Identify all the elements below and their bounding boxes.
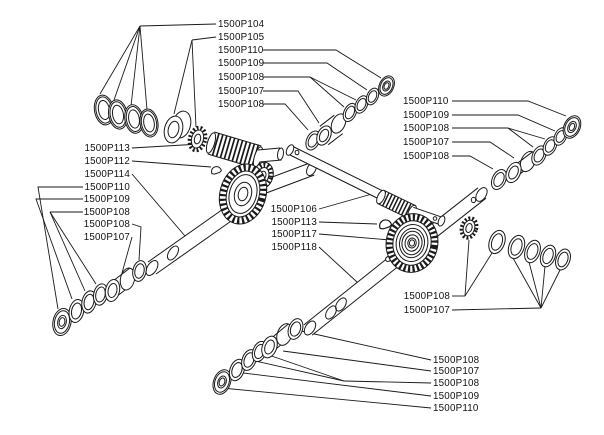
part-label: 1500P114 (84, 169, 130, 180)
part-label: 1500P113 (271, 217, 317, 228)
part-label: 1500P113 (84, 143, 130, 154)
splined-nut (459, 216, 479, 240)
bushing (316, 113, 347, 146)
ball-bearing (378, 75, 395, 97)
bearing-stack-bottom-left (52, 260, 147, 337)
part-label: 1500P108 (84, 207, 131, 218)
part-label: 1500P109 (433, 391, 479, 402)
part-label: 1500P109 (218, 58, 264, 69)
part-label: 1500P108 (433, 378, 480, 389)
part-label: 1500P108 (218, 72, 265, 83)
part-label: 1500P107 (403, 137, 449, 148)
washer-set (93, 94, 159, 138)
worm-shaft (205, 131, 284, 169)
part-label: 1500P107 (84, 232, 130, 243)
splined-shaft (285, 144, 446, 227)
part-label: 1500P104 (218, 19, 265, 30)
retaining-collar (163, 110, 192, 144)
woodruff-key (379, 219, 393, 230)
part-label: 1500P110 (403, 96, 449, 107)
part-label: 1500P108 (433, 355, 480, 366)
ball-bearing (52, 307, 72, 337)
ball-bearing (212, 369, 232, 395)
part-label: 1500P107 (404, 305, 450, 316)
part-label: 1500P106 (271, 204, 318, 215)
bearing-stack-right (490, 115, 582, 191)
part-label: 1500P107 (218, 86, 264, 97)
leader-lines (35, 23, 567, 409)
helical-gear (385, 213, 439, 273)
part-label: 1500P112 (84, 156, 130, 167)
part-label: 1500P109 (84, 194, 130, 205)
part-label: 1500P108 (403, 123, 450, 134)
part-label: 1500P108 (84, 219, 131, 230)
part-label: 1500P108 (403, 151, 450, 162)
part-label: 1500P117 (271, 229, 317, 240)
part-label: 1500P118 (271, 242, 317, 253)
ball-bearing (562, 115, 582, 139)
part-label: 1500P110 (218, 45, 264, 56)
spur-gear (218, 163, 268, 225)
part-label: 1500P110 (433, 403, 479, 414)
woodruff-key (211, 166, 223, 175)
bearing-stack-bottom (212, 318, 304, 395)
idler-gear-shaft (145, 162, 317, 276)
part-label: 1500P109 (403, 110, 449, 121)
part-label: 1500P105 (218, 32, 265, 43)
pinion-shaft (303, 187, 488, 336)
part-label: 1500P110 (84, 182, 130, 193)
part-labels: 1500P104 1500P105 1500P110 1500P109 1500… (84, 19, 480, 414)
splined-nut (187, 125, 208, 153)
part-label: 1500P108 (218, 99, 265, 110)
bearing-stack-top (305, 75, 395, 151)
part-label: 1500P107 (433, 366, 479, 377)
part-label: 1500P108 (404, 291, 451, 302)
bushing (104, 267, 136, 302)
